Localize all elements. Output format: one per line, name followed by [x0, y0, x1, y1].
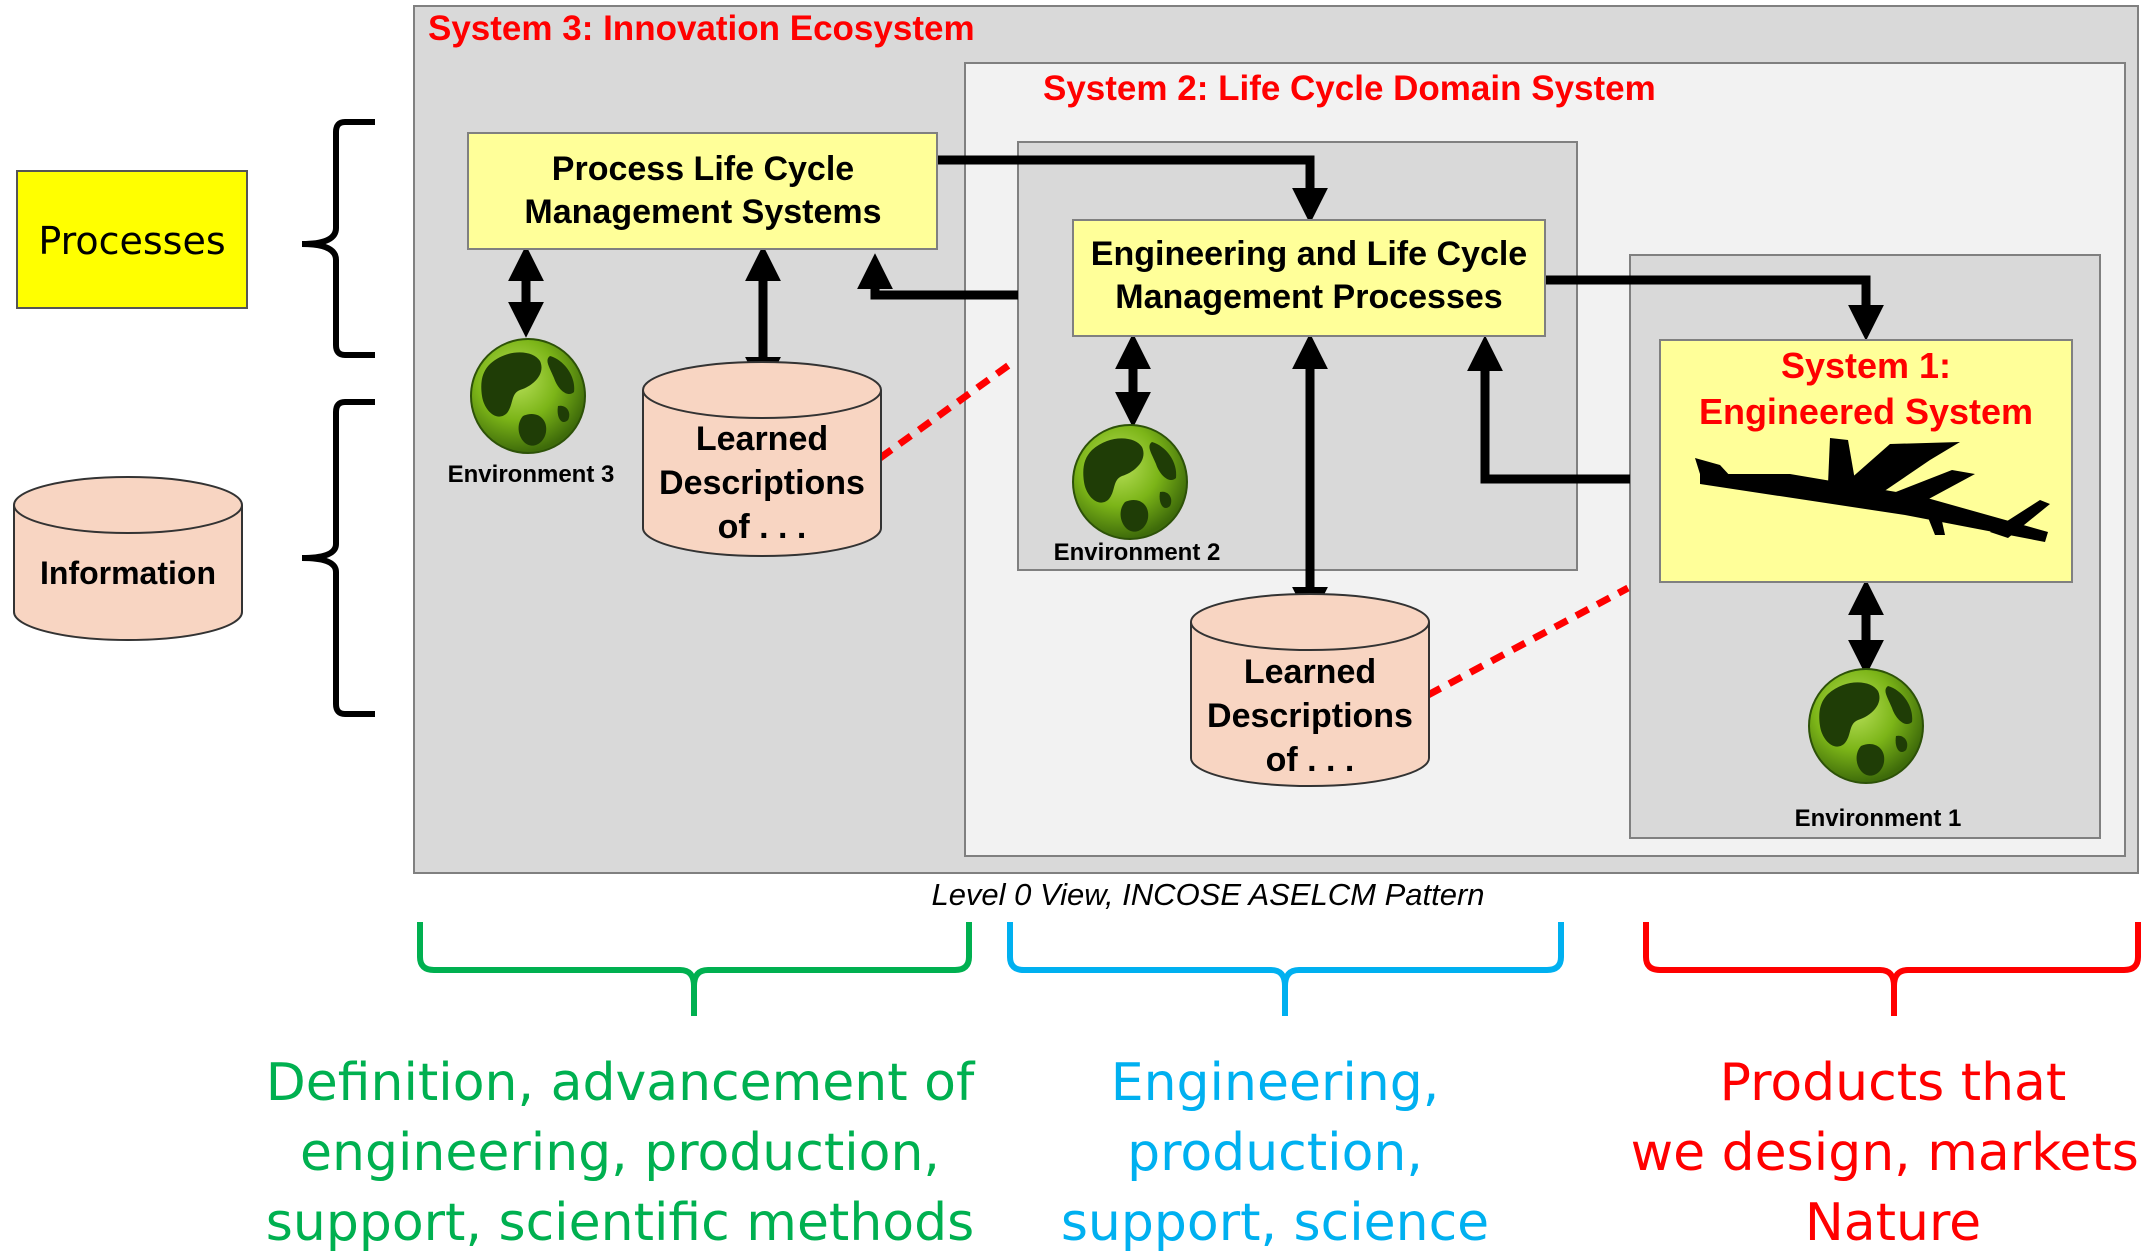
plcms-line1: Process Life Cycle: [552, 150, 854, 188]
elcmp-line1: Engineering and Life Cycle: [1091, 235, 1527, 273]
legend-processes-label: Processes: [38, 219, 225, 263]
dashed-link-mid: [1426, 584, 1630, 699]
db-mid-line1: Learned: [1244, 653, 1376, 691]
dashed-link-left: [877, 357, 1019, 461]
db-left-line1: Learned: [696, 420, 828, 458]
bottom-red-line1: Products that: [1720, 1053, 2067, 1113]
curly-brace-icon: [301, 119, 375, 358]
elcmp-box: [1072, 219, 1546, 337]
db-left-line3: of . . .: [718, 508, 807, 546]
diagram-caption: Level 0 View, INCOSE ASELCM Pattern: [931, 877, 1484, 912]
bottom-green-line2: engineering, production,: [300, 1123, 940, 1183]
globe-icon: [1808, 668, 1924, 784]
curly-brace-icon: [417, 922, 972, 1016]
environment3-label: Environment 3: [448, 461, 615, 488]
legend-processes-box: [16, 170, 248, 309]
curly-brace-icon: [1007, 922, 1564, 1016]
legend-information-cylinder: [13, 476, 243, 641]
airplane-icon: [1695, 438, 2050, 542]
bottom-green-line1: Definition, advancement of: [266, 1053, 976, 1113]
arrow-system1-to-elcmp: [1467, 335, 1630, 484]
globe-icon: [1072, 424, 1188, 540]
bottom-green-line3: support, scientific methods: [266, 1193, 974, 1253]
database-middle: [1190, 593, 1430, 787]
bottom-blue-line2: production,: [1127, 1123, 1423, 1183]
environment1-label: Environment 1: [1795, 805, 1962, 832]
database-left: [642, 361, 882, 557]
curly-brace-icon: [301, 399, 375, 717]
db-mid-line3: of . . .: [1266, 741, 1355, 779]
bottom-red-line3: Nature: [1805, 1193, 1981, 1253]
db-mid-line2: Descriptions: [1207, 697, 1413, 735]
system1-line1: System 1:: [1781, 345, 1951, 386]
bottom-blue-line1: Engineering,: [1111, 1053, 1440, 1113]
bottom-red-line2: we design, markets,: [1631, 1123, 2141, 1183]
system1-box: [1659, 339, 2073, 583]
arrow-elcmp-to-system1: [1545, 275, 1884, 341]
system3-title: System 3: Innovation Ecosystem: [428, 9, 975, 48]
db-left-line2: Descriptions: [659, 464, 865, 502]
legend-information-label: Information: [40, 555, 216, 591]
plcms-line2: Management Systems: [524, 193, 881, 231]
plcms-box: [467, 132, 938, 250]
system2-title: System 2: Life Cycle Domain System: [1043, 69, 1656, 108]
curly-brace-icon: [1643, 922, 2141, 1016]
system1-line2: Engineered System: [1699, 391, 2033, 432]
globe-icon: [470, 338, 586, 454]
elcmp-line2: Management Processes: [1115, 278, 1502, 316]
environment2-label: Environment 2: [1054, 539, 1221, 566]
arrow-elcmp-to-plcms: [857, 253, 1018, 300]
bottom-blue-line3: support, science: [1061, 1193, 1489, 1253]
arrow-plcms-to-elcmp: [937, 155, 1328, 224]
